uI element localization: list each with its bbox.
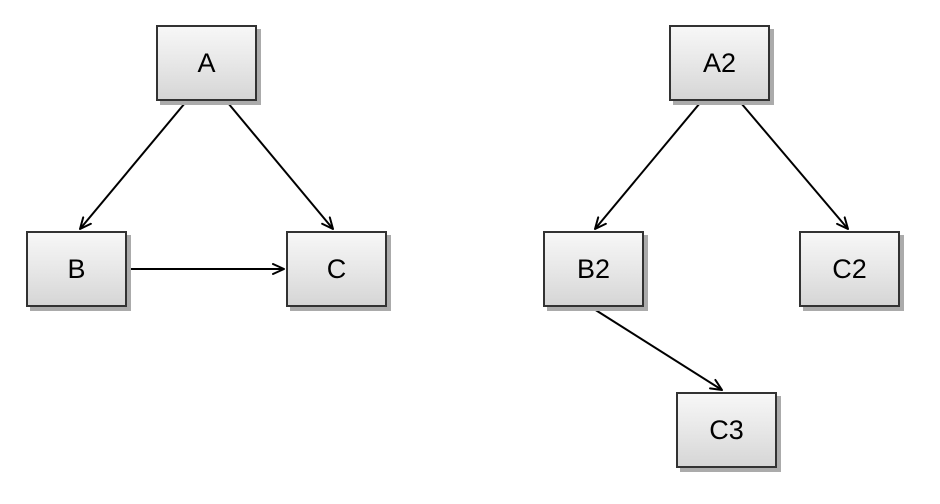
node-C3[interactable]: C3 (676, 392, 777, 468)
node-C-label: C (326, 253, 347, 284)
edge-A2-B2 (594, 102, 701, 230)
node-B2-label: B2 (576, 253, 611, 284)
node-A-label: A (197, 47, 216, 78)
edge-B2-C3 (593, 308, 723, 391)
node-C2[interactable]: C2 (799, 231, 900, 307)
node-C3-label: C3 (709, 414, 744, 445)
node-C2-label: C2 (832, 253, 867, 284)
edge-A-C (227, 102, 334, 230)
edge-A2-C2 (740, 102, 849, 230)
node-B-label: B (67, 253, 86, 284)
node-A[interactable]: A (156, 25, 257, 101)
node-A2-label: A2 (702, 47, 737, 78)
node-C[interactable]: C (286, 231, 387, 307)
node-B[interactable]: B (26, 231, 127, 307)
node-A2[interactable]: A2 (669, 25, 770, 101)
edge-A-B (79, 102, 186, 230)
node-B2[interactable]: B2 (543, 231, 644, 307)
